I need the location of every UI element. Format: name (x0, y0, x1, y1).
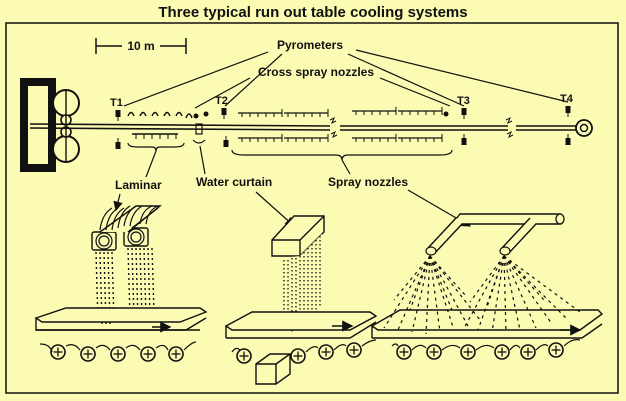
braces (127, 142, 453, 161)
mill-stand-icon (20, 78, 80, 172)
spray-nozzles-label: Spray nozzles (328, 175, 408, 189)
brace-leaders (145, 145, 351, 178)
laminar-illustration (34, 205, 208, 362)
spray-bars-bottom (237, 133, 443, 143)
laminar-headers-top (127, 111, 193, 119)
pyrometer-tag-t2: T2 (215, 95, 228, 107)
pyrometer-leaders (123, 49, 569, 107)
pyrometers-label: Pyrometers (277, 38, 343, 52)
laminar-headers-bottom (132, 133, 178, 139)
water-curtain-label: Water curtain (196, 175, 272, 189)
scale-bar-label: 10 m (127, 39, 154, 53)
pyrometer-tag-t4: T4 (560, 93, 574, 105)
spray-bars-top (237, 106, 443, 118)
cross-spray-leaders (194, 77, 451, 109)
pyrometer-tag-t1: T1 (110, 97, 123, 109)
diagram-frame (5, 22, 619, 394)
cross-spray-nozzle-icons (193, 111, 449, 119)
diagram-title: Three typical run out table cooling syst… (158, 4, 468, 21)
water-curtain-illustration (224, 215, 378, 385)
cross-spray-label: Cross spray nozzles (258, 65, 374, 79)
pyrometer-icons (115, 105, 571, 150)
strip-line (29, 116, 593, 139)
scale-bar: 10 m (95, 38, 187, 54)
spray-nozzles-illustration (370, 213, 604, 360)
laminar-label: Laminar (115, 178, 162, 192)
water-curtain-nozzle (192, 123, 206, 144)
pyrometer-tag-t3: T3 (457, 95, 470, 107)
